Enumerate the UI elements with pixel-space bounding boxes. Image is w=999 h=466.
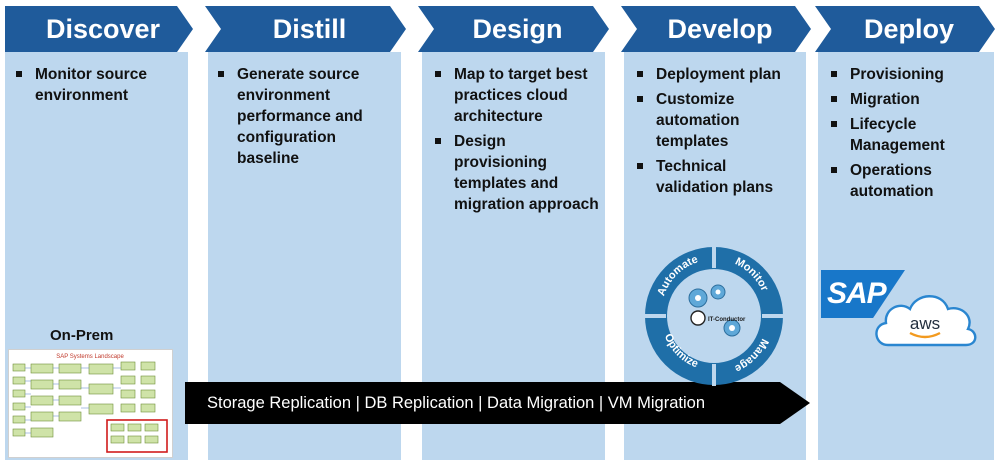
phase-header-discover: Discover	[5, 6, 193, 52]
list-item: Provisioning	[828, 64, 990, 85]
list-item: Map to target best practices cloud archi…	[432, 64, 600, 127]
list-item: Deployment plan	[634, 64, 802, 85]
phase-title: Discover	[45, 13, 161, 44]
phase-header-develop: Develop	[621, 6, 811, 52]
phase-items-distill: Generate source environment performance …	[215, 64, 397, 173]
phase-items-deploy: Provisioning Migration Lifecycle Managem…	[828, 64, 990, 206]
it-conductor-label: IT-Conductor	[708, 317, 746, 323]
list-item: Lifecycle Management	[828, 114, 990, 156]
list-item: Technical validation plans	[634, 156, 802, 198]
phase-items-discover: Monitor source environment	[13, 64, 179, 110]
aws-smile-icon	[909, 331, 941, 339]
list-item: Monitor source environment	[13, 64, 179, 106]
list-item: Customize automation templates	[634, 89, 802, 152]
list-item: Generate source environment performance …	[215, 64, 397, 169]
phase-header-deploy: Deploy	[815, 6, 995, 52]
cycle-ring-icon: Automate Monitor Manage Optimize IT-Cond…	[644, 246, 784, 386]
list-item: Design provisioning templates and migrat…	[432, 131, 600, 215]
list-item: Operations automation	[828, 160, 990, 202]
phase-title: Develop	[667, 13, 773, 44]
cloud-icon: aws	[875, 295, 977, 347]
aws-logo-text: aws	[910, 314, 940, 333]
on-prem-label: On-Prem	[50, 327, 114, 344]
sap-landscape-diagram: SAP Systems Landscape	[8, 349, 173, 458]
replication-arrow: Storage Replication | DB Replication | D…	[185, 382, 810, 424]
list-item: Migration	[828, 89, 990, 110]
sap-logo: SAP	[821, 270, 905, 318]
phase-title: Distill	[272, 13, 347, 44]
phase-column-deploy	[818, 52, 994, 460]
aws-cloud-logo: aws	[870, 283, 980, 351]
it-conductor-logo-icon	[690, 310, 706, 326]
phase-header-distill: Distill	[205, 6, 406, 52]
phase-items-design: Map to target best practices cloud archi…	[432, 64, 600, 219]
replication-label: Storage Replication | DB Replication | D…	[207, 393, 705, 412]
automation-cycle-diagram: Automate Monitor Manage Optimize IT-Cond…	[632, 236, 796, 396]
phase-title: Design	[472, 13, 563, 44]
landscape-title: SAP Systems Landscape	[56, 354, 124, 360]
landscape-thumbnail-icon: SAP Systems Landscape	[12, 354, 168, 453]
phase-items-develop: Deployment plan Customize automation tem…	[634, 64, 802, 202]
phase-header-design: Design	[418, 6, 609, 52]
sap-logo-text: SAP	[827, 277, 887, 310]
phase-title: Deploy	[863, 13, 955, 44]
